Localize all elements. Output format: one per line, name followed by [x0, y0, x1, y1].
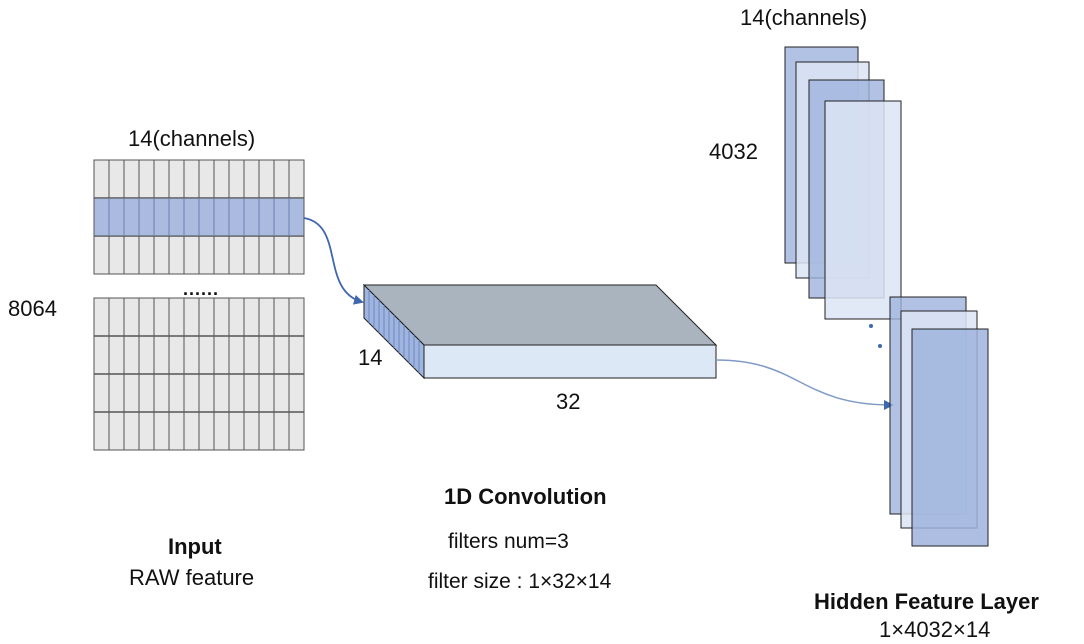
input-subtitle: RAW feature: [129, 565, 255, 590]
curved-arrow-icon: [715, 359, 894, 410]
hidden-shape-label: 1×4032×14: [879, 617, 991, 642]
input-grid-bottom: [93, 297, 305, 451]
kernel-top-face: [362, 284, 718, 346]
curved-arrow-icon: [303, 217, 364, 305]
hidden-channels-label: 14(channels): [740, 5, 868, 30]
hidden-maps-bottom: [889, 296, 989, 547]
hidden-title: Hidden Feature Layer: [814, 589, 1039, 614]
feature-map: [911, 328, 989, 547]
hidden-length-label: 4032: [709, 139, 758, 164]
convolution-title: 1D Convolution: [444, 484, 607, 509]
input-channels-label: 14(channels): [128, 126, 256, 151]
feature-map: [824, 100, 902, 320]
input-ellipsis: ......: [183, 279, 220, 299]
filters-num-label: filters num=3: [448, 530, 569, 553]
kernel-side-stripes: [368, 290, 420, 373]
kernel-length-label: 32: [556, 389, 581, 414]
kernel-front-face: [423, 344, 717, 379]
ellipsis-dot: [878, 344, 882, 348]
input-highlight-lines: [108, 198, 290, 236]
filter-size-label: filter size : 1×32×14: [428, 570, 612, 593]
kernel-width-label: 14: [358, 345, 383, 370]
conv-kernel: [362, 283, 718, 380]
ellipsis-dot: [869, 324, 873, 328]
input-title: Input: [168, 534, 222, 559]
hidden-maps-top: [784, 46, 902, 320]
input-length-label: 8064: [8, 296, 57, 321]
